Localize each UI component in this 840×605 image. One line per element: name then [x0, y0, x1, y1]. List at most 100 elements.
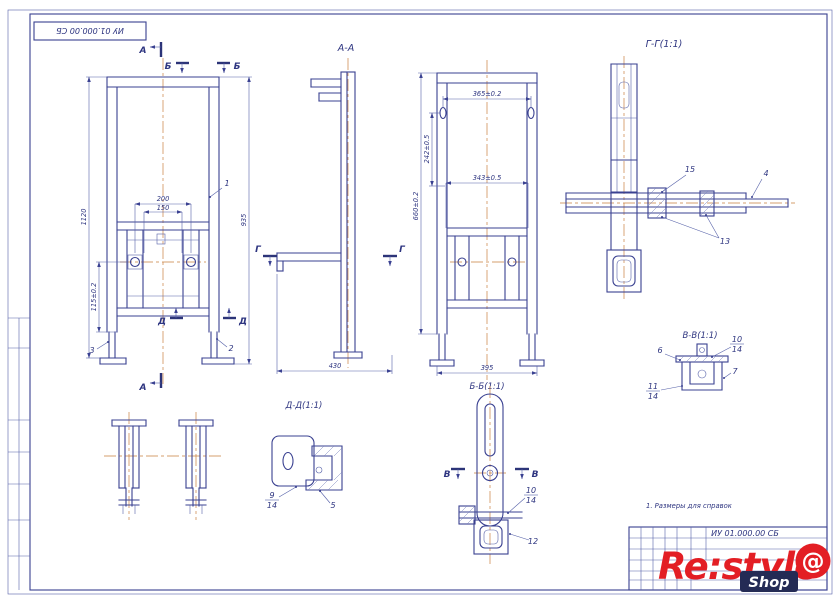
view-section-bb: Б-Б(1:1) В В 10 14	[444, 382, 539, 564]
section-marker-a-top: А	[139, 42, 163, 57]
view-rear: 365±0.2 242±0.5 343±0.5 660±0.2 395	[412, 60, 545, 380]
callout-6: 6	[657, 346, 681, 361]
svg-text:200: 200	[157, 195, 170, 203]
view-label-bb: Б-Б(1:1)	[469, 382, 504, 392]
mount-hole-right	[185, 256, 197, 268]
svg-text:12: 12	[528, 537, 538, 546]
dim-front-200: 200	[134, 195, 192, 253]
dim-rear-660: 660±0.2	[412, 72, 437, 335]
callout-11-14: 11 14	[646, 382, 683, 401]
svg-text:14: 14	[648, 392, 658, 401]
dim-rear-343: 343±0.5	[445, 174, 529, 228]
svg-text:14: 14	[732, 345, 742, 354]
svg-text:2: 2	[228, 344, 233, 353]
callout-4: 4	[751, 169, 769, 198]
callout-2: 2	[216, 338, 234, 353]
mount-hole-left	[129, 256, 141, 268]
svg-text:935: 935	[240, 214, 248, 227]
callout-10-14-bb: 10 14	[507, 486, 538, 514]
logo-at-circle	[795, 543, 831, 579]
view-bottom	[104, 412, 222, 520]
svg-text:5: 5	[330, 501, 335, 510]
logo-shop-box	[740, 571, 798, 592]
callout-1: 1	[209, 179, 230, 198]
svg-text:Б: Б	[234, 62, 241, 72]
callout-7: 7	[723, 367, 738, 379]
callout-12: 12	[509, 533, 538, 546]
svg-text:Д: Д	[157, 317, 166, 327]
callout-13: 13	[661, 214, 730, 246]
svg-text:4: 4	[763, 169, 768, 178]
callout-9-14: 9 14	[265, 486, 297, 510]
svg-text:242±0.5: 242±0.5	[423, 135, 431, 164]
svg-text:7: 7	[732, 367, 738, 376]
section-marker-b-left: Б	[165, 61, 189, 74]
section-marker-d-right: Д	[223, 307, 247, 327]
view-label-dd: Д-Д(1:1)	[285, 401, 323, 411]
svg-text:395: 395	[481, 364, 494, 372]
svg-text:13: 13	[720, 237, 730, 246]
svg-text:Г: Г	[399, 245, 406, 255]
svg-text:Б: Б	[165, 62, 172, 72]
section-marker-d-left: Д	[157, 307, 183, 327]
section-marker-g-left: Г	[255, 245, 277, 267]
restyle-shop-logo: Re:style @ Shop	[658, 543, 831, 592]
view-section-vv: В-В(1:1) 6 10 14 7	[646, 331, 744, 401]
dim-rear-242: 242±0.5	[423, 112, 445, 187]
svg-text:11: 11	[648, 382, 658, 391]
callout-15: 15	[661, 165, 695, 193]
title-block-code: ИУ 01.000.00 СБ	[711, 529, 779, 538]
view-label-aa: А-А	[337, 43, 354, 54]
svg-text:10: 10	[526, 486, 536, 495]
view-front: А А Б Б Д Д	[80, 42, 252, 393]
section-marker-v-left: В	[444, 467, 465, 480]
view-label-vv: В-В(1:1)	[682, 331, 717, 341]
svg-text:В: В	[532, 470, 539, 480]
view-label-gg: Г-Г(1:1)	[646, 39, 683, 50]
svg-text:3: 3	[89, 346, 94, 355]
svg-text:430: 430	[329, 362, 342, 370]
sheet-frame: ИУ 01.000.00 СБ	[7, 9, 833, 595]
dim-front-right: 935	[219, 76, 252, 365]
svg-text:А: А	[139, 383, 147, 393]
dim-front-height: 1120	[80, 76, 107, 359]
section-marker-g-right: Г	[383, 245, 406, 267]
svg-text:115±0.2: 115±0.2	[90, 283, 98, 312]
drawing-note: 1. Размеры для справок	[646, 502, 733, 510]
svg-text:Д: Д	[238, 317, 247, 327]
dim-rear-395: 395	[436, 364, 538, 376]
callout-5: 5	[319, 490, 336, 510]
section-marker-b-right: Б	[217, 61, 241, 74]
svg-text:14: 14	[526, 496, 536, 505]
svg-text:1120: 1120	[80, 209, 88, 226]
svg-text:9: 9	[269, 491, 274, 500]
dim-rear-365: 365±0.2	[442, 90, 532, 108]
svg-text:Г: Г	[255, 245, 262, 255]
view-section-aa: А-А Г Г	[255, 43, 406, 374]
svg-text:343±0.5: 343±0.5	[473, 174, 502, 182]
dim-front-offset: 115±0.2	[90, 261, 128, 333]
svg-text:15: 15	[685, 165, 695, 174]
section-marker-a-bottom: А	[139, 373, 163, 393]
logo-at-icon: @	[802, 549, 825, 575]
svg-text:14: 14	[267, 501, 277, 510]
svg-text:660±0.2: 660±0.2	[412, 192, 420, 221]
callout-10-14: 10 14	[711, 335, 744, 358]
logo-shop-text: Shop	[748, 575, 789, 591]
dim-aa-430: 430	[276, 274, 393, 374]
dim-front-150: 150	[143, 204, 183, 253]
svg-text:365±0.2: 365±0.2	[473, 90, 502, 98]
view-section-dd: Д-Д(1:1) 9 14 5	[265, 401, 343, 510]
callout-3: 3	[89, 341, 109, 355]
svg-text:6: 6	[657, 346, 662, 355]
svg-text:В: В	[444, 470, 451, 480]
view-section-gg: Г-Г(1:1)	[560, 39, 795, 300]
svg-text:1: 1	[224, 179, 229, 188]
top-left-stamp-box	[33, 21, 147, 41]
top-stamp-text: ИУ 01.000.00 СБ	[56, 26, 124, 35]
section-marker-v-right: В	[515, 467, 539, 480]
svg-text:10: 10	[732, 335, 742, 344]
svg-text:150: 150	[157, 204, 170, 212]
